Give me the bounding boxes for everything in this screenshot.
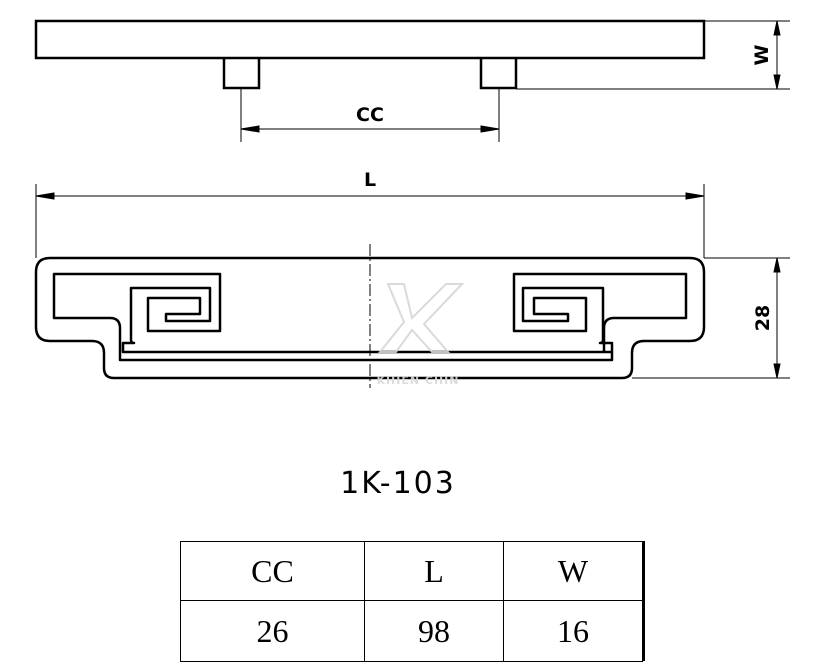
spec-value-cc: 26 (180, 600, 365, 662)
top-view-dimensions (240, 20, 790, 142)
spec-value-w: 16 (503, 600, 644, 662)
model-number: 1K-103 (340, 466, 456, 501)
watermark-logo (377, 283, 465, 353)
spec-table: CC L W 26 98 16 (180, 541, 644, 662)
spec-table-header-row: CC L W (180, 541, 644, 601)
watermark-text: KHIEN CHIN (377, 374, 460, 387)
right-mounting-post (479, 58, 518, 90)
spec-value-l: 98 (364, 600, 504, 662)
spec-header-l: L (364, 541, 504, 601)
spec-header-w: W (503, 541, 644, 601)
height-dimension (632, 257, 790, 379)
spec-table-right-edge (643, 541, 645, 661)
handle-outer-outline (34, 256, 706, 380)
handle-bar-top-view (34, 19, 706, 60)
cc-dimension-label: CC (356, 104, 384, 126)
front-view (34, 256, 706, 380)
length-dimension (35, 184, 705, 258)
watermark-logo-letter: K (0, 0, 1, 1)
watermark: K KHIEN CHIN (0, 0, 465, 387)
width-dimension-label: W (751, 44, 773, 65)
handle-inner-groove (52, 272, 688, 362)
top-view (34, 19, 706, 90)
left-mounting-post (222, 58, 261, 90)
length-dimension-label: L (364, 169, 376, 191)
spec-table-value-row: 26 98 16 (180, 600, 644, 662)
spec-header-cc: CC (180, 541, 365, 601)
height-dimension-label: 28 (752, 305, 774, 331)
